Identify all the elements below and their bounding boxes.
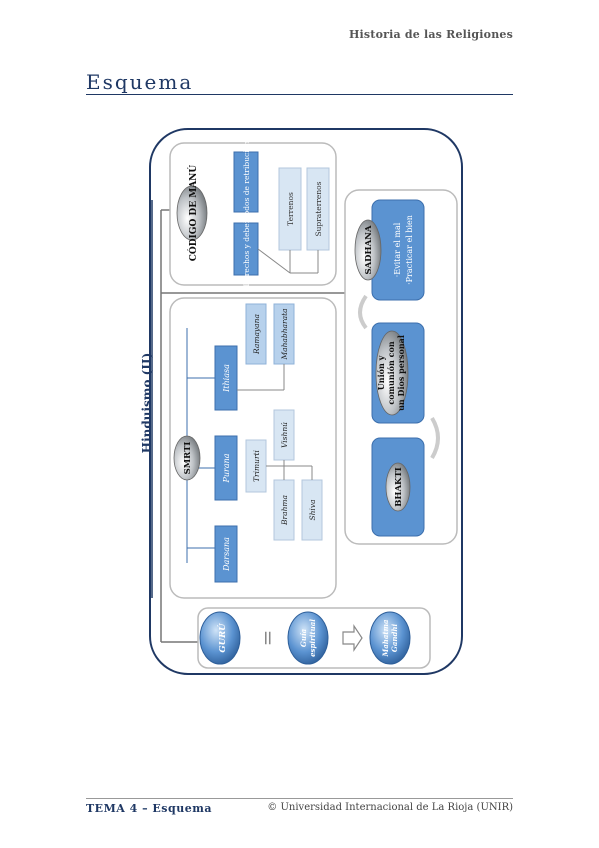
darsana-label: Darsana <box>222 537 231 572</box>
equals-sign: = <box>255 630 279 647</box>
footer-left: TEMA 4 – Esquema <box>86 802 212 815</box>
footer-right: © Universidad Internacional de La Rioja … <box>267 802 513 813</box>
section-rule <box>86 94 513 95</box>
main-title-group: Hinduismo (II) <box>140 353 154 454</box>
codigo-orb <box>176 185 208 241</box>
sadhana-orb <box>354 219 382 281</box>
gandhi-line-2: Gandhi <box>390 624 399 653</box>
union-line-2: comunión con <box>386 341 396 404</box>
guia-line-1: Guía <box>299 628 308 647</box>
codigo-title: CÓDIGO DE MANÚ <box>187 165 199 262</box>
vishnu-label: Vishnú <box>280 422 289 448</box>
main-title: Hinduismo (II) <box>140 353 154 454</box>
itihasa-label: Ithiasa <box>222 364 231 393</box>
section-title: Esquema <box>86 70 194 94</box>
ramayana-label: Ramayana <box>252 314 261 355</box>
purana-box <box>214 435 238 501</box>
guia-line-2: espiritual <box>308 619 317 657</box>
sadhana-evitar: ·Evitar el mal <box>393 222 402 277</box>
ramayana-box <box>245 303 267 365</box>
outer-frame <box>149 128 463 675</box>
bhakti-orb <box>385 462 411 512</box>
supraterrenos-label: Supraterrenos <box>314 181 323 236</box>
guru-label: GURÚ <box>216 623 228 653</box>
brahma-label: Brahma <box>280 495 289 526</box>
mahabharata-label: Mahabharata <box>280 308 289 360</box>
running-header: Historia de las Religiones <box>348 28 513 41</box>
union-line-1: Unión y <box>376 355 386 390</box>
arrow-union-sadhana <box>358 294 368 330</box>
arrow-guia-gandhi <box>342 624 363 652</box>
gandhi-orb <box>369 611 411 665</box>
sadhana-title: SADHANA <box>364 225 374 275</box>
modos-box <box>233 151 259 213</box>
bhakti-title: BHAKTI <box>394 467 404 507</box>
smriti-orb <box>173 435 201 481</box>
terrenos-label: Terrenos <box>286 192 295 226</box>
trimurti-label: Trimurti <box>252 449 261 482</box>
arrow-bhakti-union <box>430 416 440 460</box>
hinduism-diagram: Hinduismo (II) CÓDIGO DE MANÚ Derechos y… <box>140 128 463 675</box>
guru-orb <box>199 611 241 665</box>
footer-rule <box>86 798 513 799</box>
deberes-label: Derechos y deberes <box>242 211 251 286</box>
shiva-label: Shiva <box>308 499 317 520</box>
smriti-title: SMRTI <box>183 442 193 475</box>
guia-orb <box>287 611 329 665</box>
codigo-connector <box>257 248 291 274</box>
itihasa-box <box>214 345 238 411</box>
darsana-box <box>214 525 238 583</box>
modos-label: Modos de retribución <box>242 141 251 223</box>
gandhi-line-1: Mahatma <box>381 619 390 658</box>
purana-label: Purana <box>222 453 231 483</box>
sadhana-practicar: ·Practicar el bien <box>405 215 414 285</box>
union-line-3: un Dios personal <box>396 335 406 411</box>
union-orb <box>375 330 409 416</box>
